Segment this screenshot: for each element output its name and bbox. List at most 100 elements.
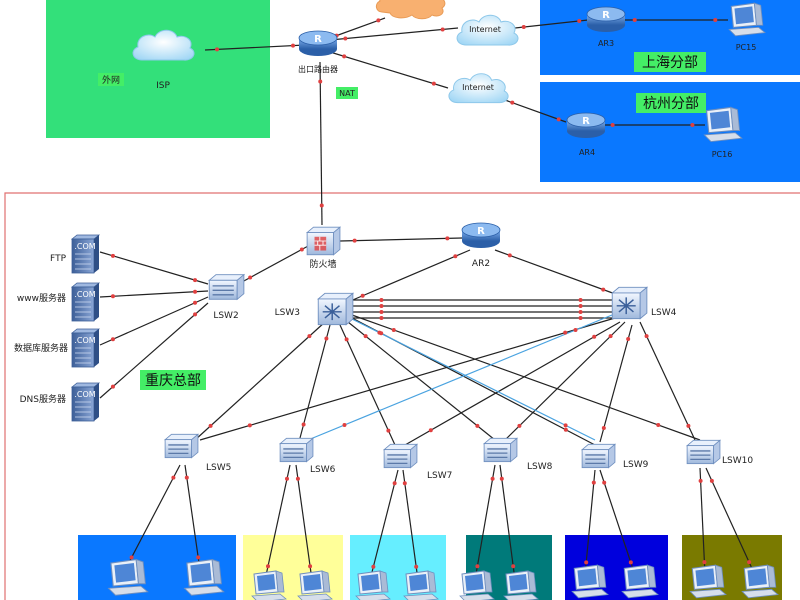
port-dot <box>377 330 382 335</box>
lsw6-switch-icon[interactable] <box>279 437 314 463</box>
orange-cloud <box>375 0 446 20</box>
pc-icon[interactable] <box>403 570 439 600</box>
ar2-router-icon[interactable] <box>461 222 501 249</box>
isp-zone <box>46 0 270 138</box>
ftp-server-badge: .COM <box>74 242 95 251</box>
pc16-icon[interactable] <box>703 106 743 143</box>
www-server-icon[interactable]: .COM <box>71 282 100 322</box>
db-server-badge: .COM <box>74 336 95 345</box>
port-dot <box>431 81 436 86</box>
port-dot <box>386 428 391 433</box>
pc-icon[interactable] <box>251 570 287 600</box>
pc-icon[interactable] <box>184 559 225 596</box>
port-dot <box>632 18 637 22</box>
port-dot <box>291 43 295 48</box>
links-blue <box>307 314 613 441</box>
lsw5-label: LSW5 <box>206 463 231 473</box>
port-dot <box>299 247 304 252</box>
hq-title-bg <box>140 370 206 390</box>
lsw9-label: LSW9 <box>623 460 649 470</box>
pc-icon[interactable] <box>621 564 659 599</box>
lsw5-switch-icon[interactable] <box>164 433 199 459</box>
port-dot <box>342 423 347 427</box>
port-dot <box>453 254 458 259</box>
port-dot <box>402 481 407 486</box>
port-dot <box>578 316 583 320</box>
firewall-label: 防火墙 <box>309 258 336 270</box>
port-dot <box>626 337 631 342</box>
port-dot <box>196 555 201 560</box>
lsw3-core-switch-icon[interactable] <box>317 292 354 326</box>
port-dot <box>475 423 480 428</box>
pc-icon[interactable] <box>571 564 609 599</box>
pc-icon[interactable] <box>503 570 539 600</box>
port-dot <box>578 304 583 308</box>
pc-icon[interactable] <box>108 559 149 596</box>
pc-icon[interactable] <box>741 564 779 599</box>
port-dot <box>110 294 115 299</box>
ar3-router-icon[interactable] <box>586 6 626 33</box>
port-dot <box>563 423 568 428</box>
port-dot <box>193 289 198 294</box>
port-dot <box>702 560 707 565</box>
port-dot <box>343 36 348 41</box>
lsw9-switch-icon[interactable] <box>581 443 616 469</box>
pc-icon[interactable] <box>689 564 727 599</box>
port-dot <box>686 423 691 428</box>
port-dot <box>215 47 219 52</box>
isp-zone-title-bg <box>98 73 124 86</box>
ar2-label: AR2 <box>472 259 490 269</box>
port-dot <box>440 27 445 32</box>
ftp-server-icon[interactable]: .COM <box>71 234 100 274</box>
db-server-icon[interactable]: .COM <box>71 328 100 368</box>
port-dots <box>110 18 752 569</box>
pc15-icon[interactable] <box>728 2 766 37</box>
port-dot <box>601 287 606 292</box>
port-dot <box>307 334 312 339</box>
port-dot <box>110 337 115 342</box>
port-dot <box>563 427 568 432</box>
pc-icon[interactable] <box>297 570 333 600</box>
port-dot <box>511 564 516 569</box>
port-dot <box>628 560 633 565</box>
port-dot <box>208 423 213 428</box>
pc-icon[interactable] <box>355 570 391 600</box>
isp-zone-title: 外网 <box>102 74 120 86</box>
hq-zone-border <box>4 192 800 600</box>
hangzhou-zone-title: 杭州分部 <box>643 96 699 112</box>
port-dot <box>445 236 450 241</box>
port-dot <box>591 480 596 485</box>
exit-router-icon[interactable] <box>298 30 338 57</box>
internet-cloud-2-label: Internet <box>462 83 494 92</box>
port-dot <box>285 476 289 481</box>
lsw4-core-switch-icon[interactable] <box>611 286 648 320</box>
lsw2-switch-icon[interactable] <box>208 273 245 301</box>
port-dot <box>747 560 752 565</box>
lsw7-switch-icon[interactable] <box>383 443 418 469</box>
ar4-router-icon[interactable] <box>566 112 606 139</box>
port-dot <box>295 476 300 481</box>
port-dot <box>517 423 522 428</box>
dns-server-icon[interactable]: .COM <box>71 382 100 422</box>
isp-label: ISP <box>156 81 170 91</box>
port-dot <box>391 328 396 332</box>
firewall-icon[interactable] <box>306 226 341 256</box>
port-dot <box>578 310 583 314</box>
shanghai-title-bg <box>634 52 706 72</box>
port-dot <box>376 18 381 23</box>
nat-label: NAT <box>339 89 355 98</box>
port-dot <box>266 564 270 569</box>
port-dot <box>342 54 347 59</box>
port-dot <box>248 275 253 280</box>
port-dot <box>510 100 515 105</box>
lsw10-switch-icon[interactable] <box>686 439 721 465</box>
lsw10-label: LSW10 <box>722 456 753 466</box>
port-dot <box>193 278 198 283</box>
lsw8-switch-icon[interactable] <box>483 437 518 463</box>
port-dot <box>392 481 397 486</box>
port-dot <box>698 478 703 483</box>
hangzhou-title-bg <box>636 93 706 113</box>
links <box>99 17 756 581</box>
pc-icon[interactable] <box>459 570 495 600</box>
port-dot <box>344 337 349 342</box>
